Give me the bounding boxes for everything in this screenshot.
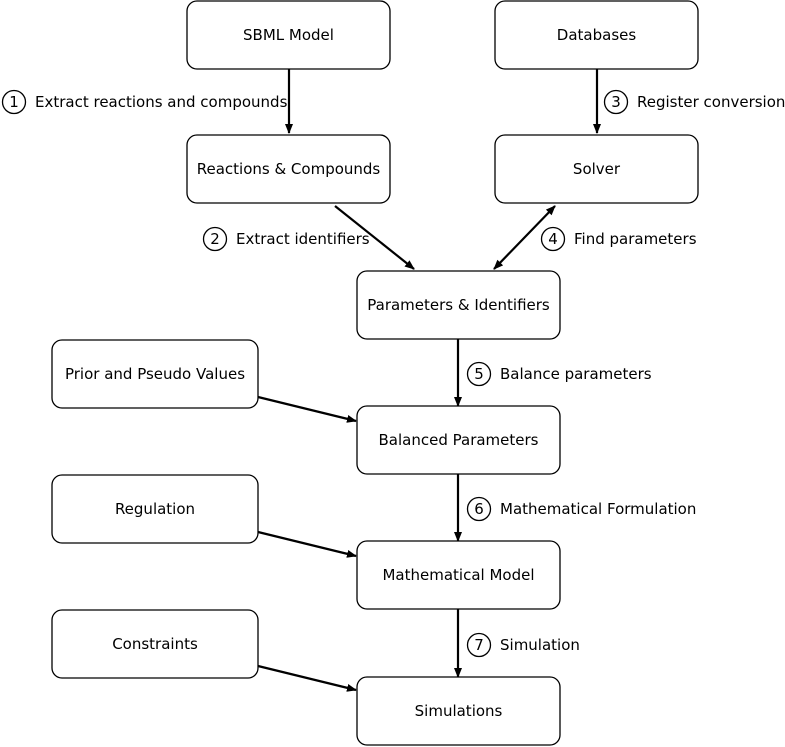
step-number: 6: [474, 500, 484, 518]
edge-solver-parameters-bidirectional: [493, 205, 556, 270]
step-5: 5 Balance parameters: [466, 361, 652, 387]
edge-regulation-to-mathmodel: [257, 530, 357, 558]
step-7: 7 Simulation: [466, 632, 580, 658]
node-databases: Databases: [494, 0, 699, 70]
node-label: Solver: [573, 160, 621, 178]
node-reactions-compounds: Reactions & Compounds: [186, 134, 391, 204]
step-label: Mathematical Formulation: [500, 500, 696, 518]
step-number: 1: [9, 93, 19, 111]
edge-reactions-to-parameters: [334, 205, 415, 270]
node-parameters-identifiers: Parameters & Identifiers: [356, 270, 561, 340]
step-1: 1 Extract reactions and compounds: [1, 89, 288, 115]
node-prior-pseudo-values: Prior and Pseudo Values: [51, 339, 259, 409]
step-number: 3: [611, 93, 621, 111]
node-label: Mathematical Model: [382, 566, 534, 584]
node-label: Balanced Parameters: [379, 431, 539, 449]
node-mathematical-model: Mathematical Model: [356, 540, 561, 610]
step-3: 3 Register conversions: [603, 89, 785, 115]
step-number: 4: [548, 230, 558, 248]
node-label: Parameters & Identifiers: [367, 296, 550, 314]
node-regulation: Regulation: [51, 474, 259, 544]
step-label: Extract identifiers: [236, 230, 370, 248]
edge-prior-to-balanced: [257, 395, 357, 423]
step-6: 6 Mathematical Formulation: [466, 496, 696, 522]
node-balanced-parameters: Balanced Parameters: [356, 405, 561, 475]
step-2: 2 Extract identifiers: [202, 226, 370, 252]
node-label: Reactions & Compounds: [197, 160, 381, 178]
step-4: 4 Find parameters: [540, 226, 697, 252]
node-label: Databases: [557, 26, 637, 44]
node-label: SBML Model: [243, 26, 334, 44]
node-label: Regulation: [115, 500, 195, 518]
step-number: 7: [474, 636, 484, 654]
step-number: 2: [210, 230, 220, 248]
step-label: Register conversions: [637, 93, 785, 111]
node-solver: Solver: [494, 134, 699, 204]
step-label: Find parameters: [574, 230, 697, 248]
step-label: Balance parameters: [500, 365, 652, 383]
step-number: 5: [474, 365, 484, 383]
node-label: Constraints: [112, 635, 198, 653]
step-label: Simulation: [500, 636, 580, 654]
node-label: Prior and Pseudo Values: [65, 365, 245, 383]
node-label: Simulations: [415, 702, 503, 720]
node-sbml-model: SBML Model: [186, 0, 391, 70]
step-label: Extract reactions and compounds: [35, 93, 288, 111]
edge-constraints-to-simulations: [257, 664, 357, 692]
node-constraints: Constraints: [51, 609, 259, 679]
node-simulations: Simulations: [356, 676, 561, 746]
